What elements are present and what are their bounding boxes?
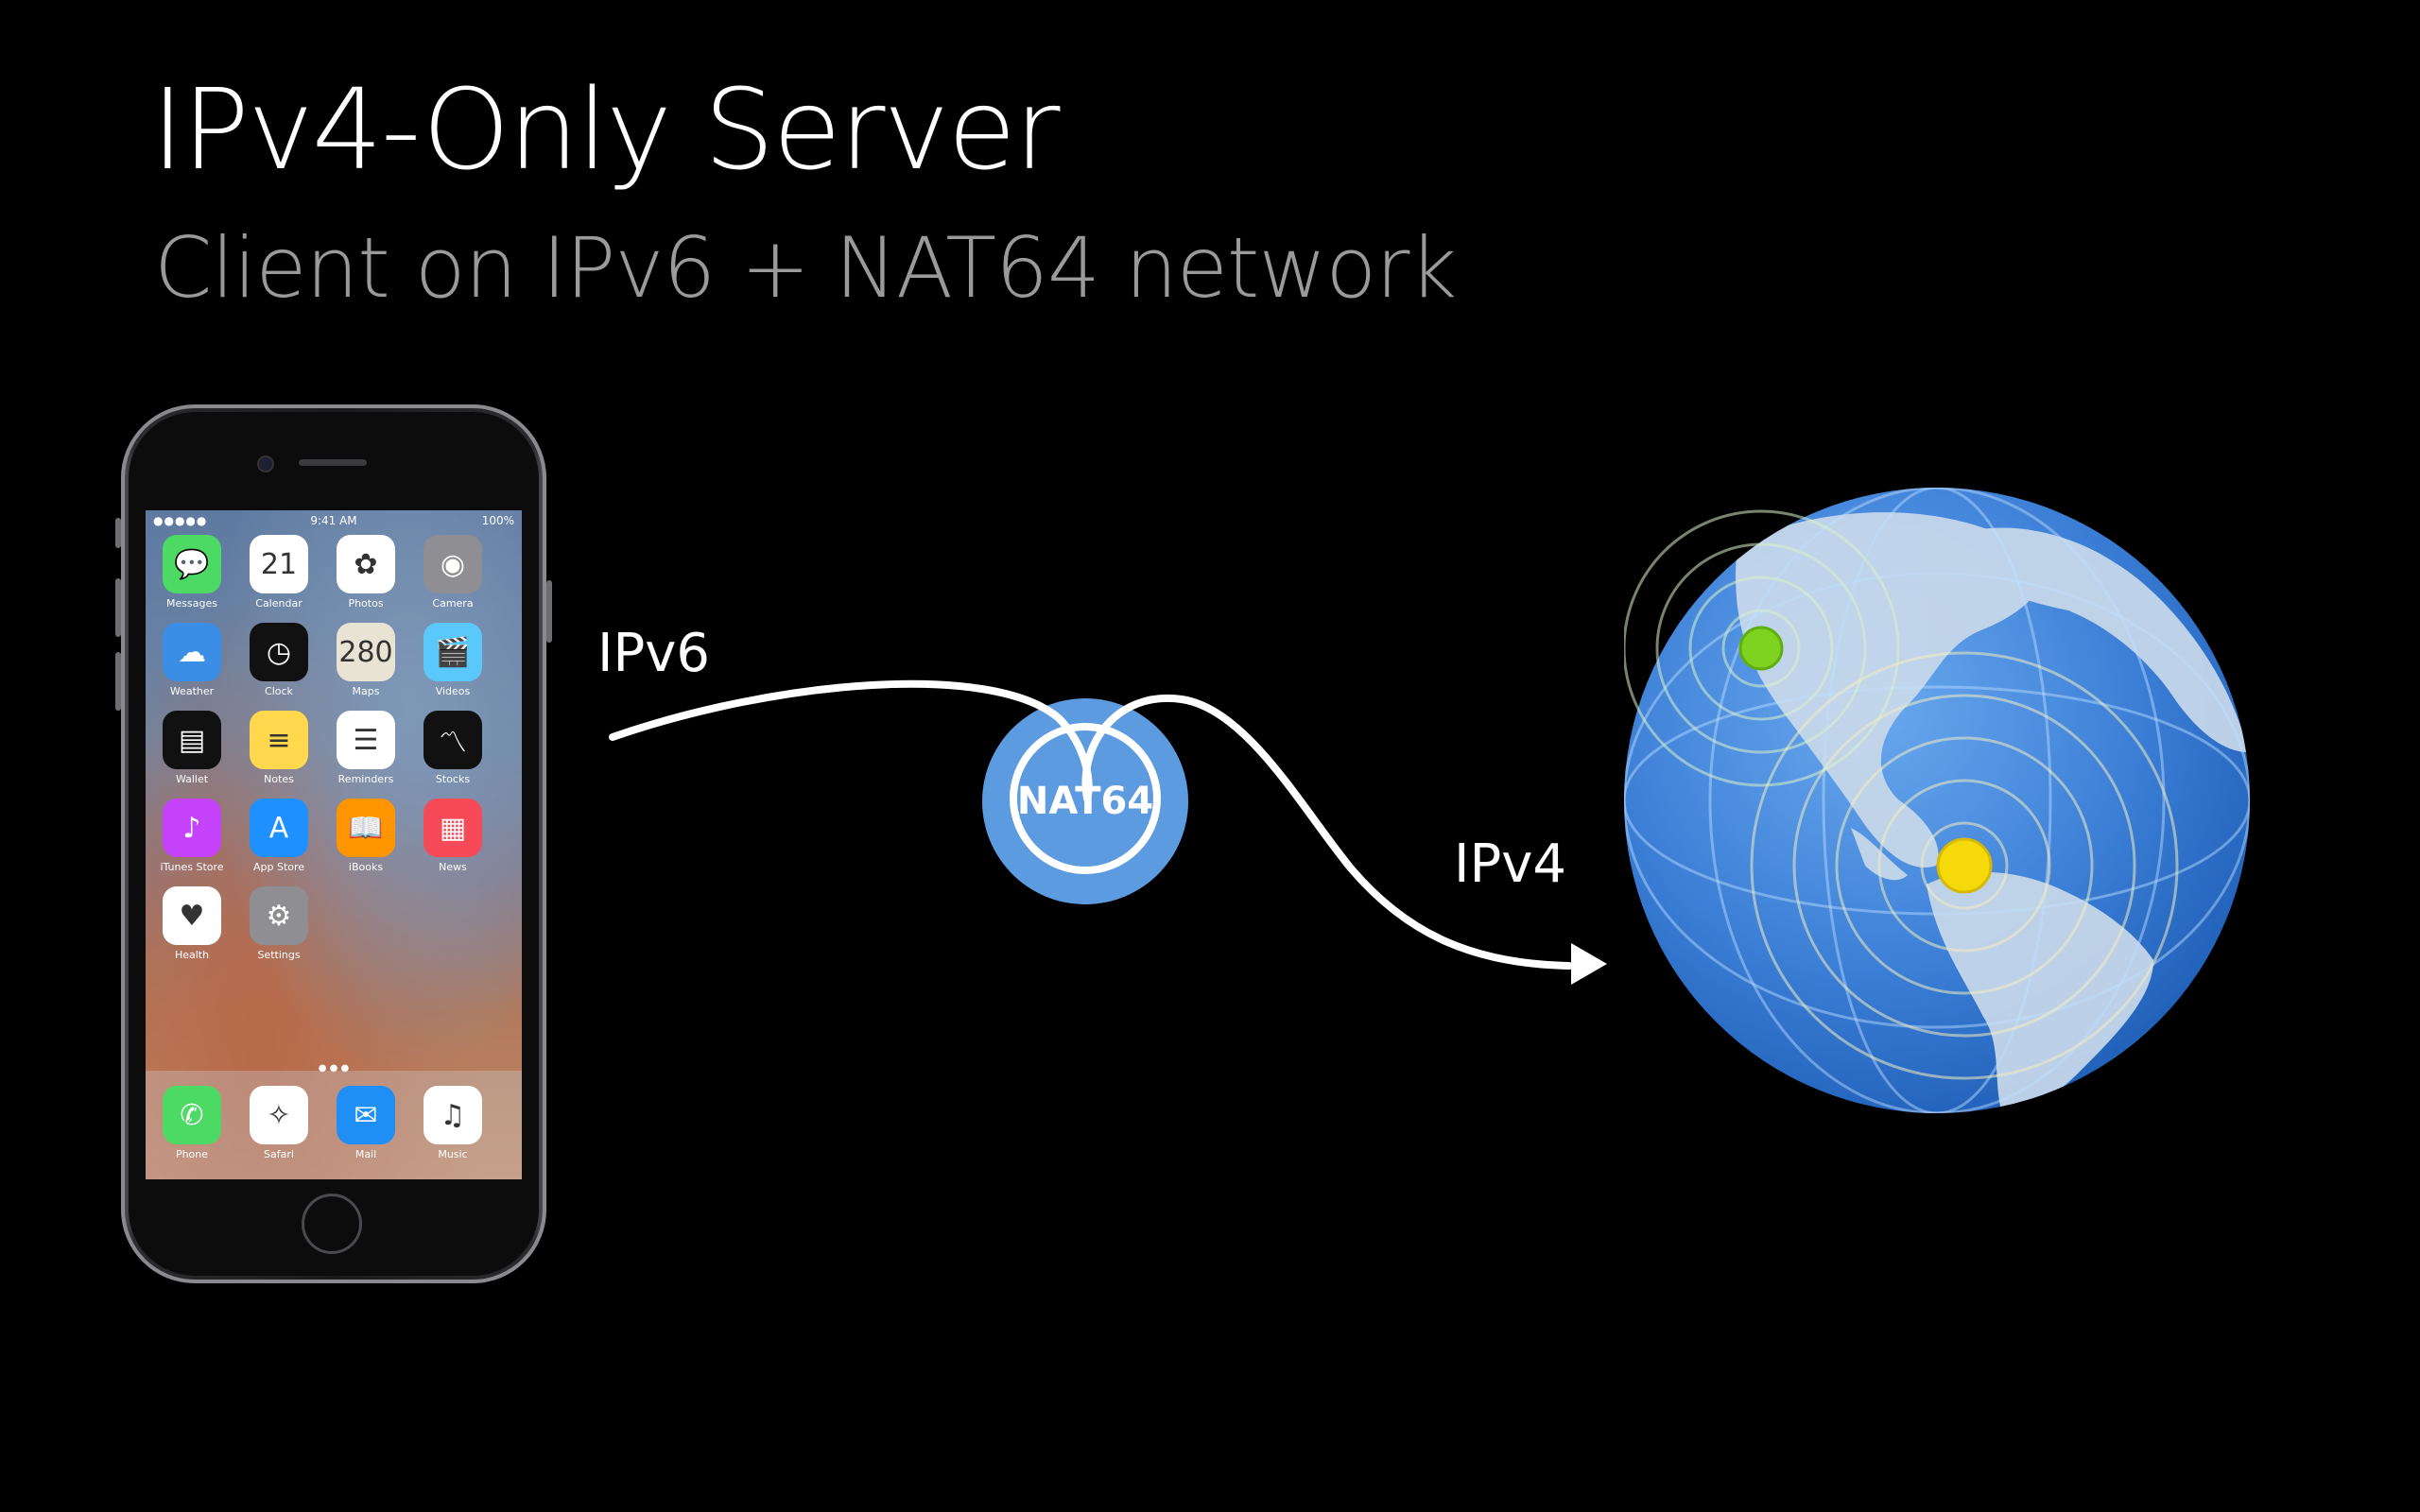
health-icon: ♥ <box>163 886 221 945</box>
app-notes[interactable]: ≡ Notes <box>246 711 312 785</box>
app-photos[interactable]: ✿ Photos <box>333 535 399 610</box>
signal-icon: ●●●●● <box>153 514 208 527</box>
messages-icon: 💬 <box>163 535 221 593</box>
app-label: Videos <box>435 685 471 697</box>
app-label: News <box>439 861 467 873</box>
app-label: Safari <box>264 1148 294 1160</box>
volume-down-button <box>115 652 121 711</box>
app-label: Weather <box>169 685 215 697</box>
server-globe-icon <box>1624 488 2250 1113</box>
app-label: Camera <box>432 597 474 610</box>
app-label: iTunes Store <box>160 861 224 873</box>
mail-icon: ✉ <box>337 1086 395 1144</box>
slide-subtitle: Client on IPv6 + NAT64 network <box>154 219 1457 317</box>
page-dots: ● ● ● <box>318 1063 350 1074</box>
power-button <box>546 580 552 643</box>
app-clock[interactable]: ◷ Clock <box>246 623 312 697</box>
green-pin-icon <box>1738 626 1784 671</box>
nat64-ring <box>1010 723 1161 874</box>
app-label: Photos <box>348 597 384 610</box>
app-wallet[interactable]: ▤ Wallet <box>159 711 225 785</box>
settings-icon: ⚙ <box>250 886 308 945</box>
calendar-icon: 21 <box>250 535 308 593</box>
volume-up-button <box>115 578 121 637</box>
status-time: 9:41 AM <box>310 514 357 527</box>
app-label: Clock <box>265 685 293 697</box>
app-label: iBooks <box>348 861 384 873</box>
app-label: Maps <box>352 685 380 697</box>
app-reminders[interactable]: ☰ Reminders <box>333 711 399 785</box>
app-news[interactable]: ▦ News <box>420 799 486 873</box>
home-button <box>302 1194 362 1254</box>
app-videos[interactable]: 🎬 Videos <box>420 623 486 697</box>
notes-icon: ≡ <box>250 711 308 769</box>
wallet-icon: ▤ <box>163 711 221 769</box>
camera-icon: ◉ <box>424 535 482 593</box>
mute-switch <box>115 518 121 548</box>
music-icon: ♫ <box>424 1086 482 1144</box>
ipv6-label: IPv6 <box>597 623 711 684</box>
app-app-store[interactable]: A App Store <box>246 799 312 873</box>
green-signal-rings <box>1624 509 1900 787</box>
videos-icon: 🎬 <box>424 623 482 681</box>
app-phone[interactable]: ✆ Phone <box>159 1086 225 1160</box>
phone-icon: ✆ <box>163 1086 221 1144</box>
latitude-lines <box>1624 488 2250 1113</box>
nat64-label: NAT64 <box>1016 780 1154 823</box>
app-camera[interactable]: ◉ Camera <box>420 535 486 610</box>
safari-icon: ✧ <box>250 1086 308 1144</box>
news-icon: ▦ <box>424 799 482 857</box>
app-label: Stocks <box>435 773 471 785</box>
ibooks-icon: 📖 <box>337 799 395 857</box>
reminders-icon: ☰ <box>337 711 395 769</box>
app-label: Music <box>438 1148 468 1160</box>
yellow-pin-icon <box>1936 837 1993 894</box>
app-music[interactable]: ♫ Music <box>420 1086 486 1160</box>
app-label: Messages <box>166 597 217 610</box>
app-label: Wallet <box>175 773 209 785</box>
photos-icon: ✿ <box>337 535 395 593</box>
status-bar: ●●●●● 9:41 AM 100% <box>146 510 522 531</box>
maps-icon: 280 <box>337 623 395 681</box>
app-dock: ✆ Phone ✧ Safari ✉ Mail ♫ Music <box>146 1071 522 1179</box>
app-itunes-store[interactable]: ♪ iTunes Store <box>159 799 225 873</box>
app-label: Settings <box>257 949 301 961</box>
app-label: Health <box>174 949 210 961</box>
app-safari[interactable]: ✧ Safari <box>246 1086 312 1160</box>
app-mail[interactable]: ✉ Mail <box>333 1086 399 1160</box>
app-messages[interactable]: 💬 Messages <box>159 535 225 610</box>
front-camera-icon <box>257 455 274 472</box>
app-label: App Store <box>252 861 305 873</box>
flow-path <box>609 679 1573 970</box>
app-label: Calendar <box>255 597 302 610</box>
app-label: Phone <box>175 1148 209 1160</box>
app-weather[interactable]: ☁ Weather <box>159 623 225 697</box>
app-label: Reminders <box>337 773 394 785</box>
itunes-icon: ♪ <box>163 799 221 857</box>
battery-indicator: 100% <box>481 514 514 527</box>
app-label: Notes <box>264 773 294 785</box>
arrow-head-icon <box>1571 943 1607 985</box>
slide-title: IPv4-Only Server <box>151 64 1060 195</box>
stocks-icon: 〽 <box>424 711 482 769</box>
app-health[interactable]: ♥ Health <box>159 886 225 961</box>
weather-icon: ☁ <box>163 623 221 681</box>
app-ibooks[interactable]: 📖 iBooks <box>333 799 399 873</box>
clock-icon: ◷ <box>250 623 308 681</box>
earpiece-speaker <box>299 459 367 466</box>
appstore-icon: A <box>250 799 308 857</box>
yellow-signal-rings <box>1750 651 2179 1080</box>
app-settings[interactable]: ⚙ Settings <box>246 886 312 961</box>
ipv4-label: IPv4 <box>1454 833 1567 895</box>
app-stocks[interactable]: 〽 Stocks <box>420 711 486 785</box>
app-label: Mail <box>354 1148 377 1160</box>
